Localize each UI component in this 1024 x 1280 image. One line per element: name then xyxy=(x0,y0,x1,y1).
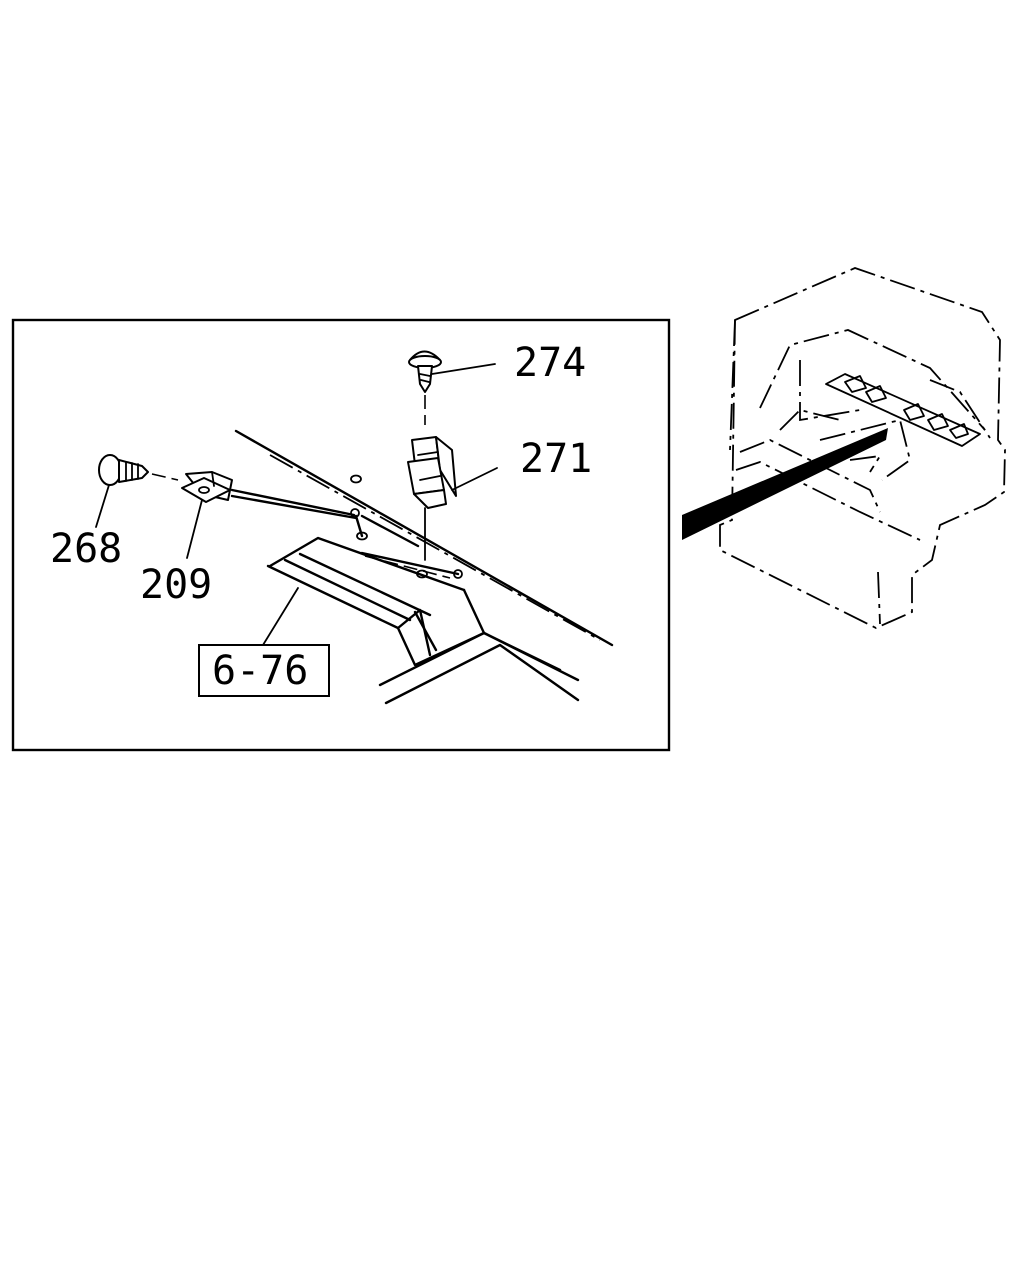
leader-ref xyxy=(262,587,299,646)
floor-panel xyxy=(234,429,614,705)
label-268: 268 xyxy=(50,526,122,572)
leader-271 xyxy=(451,467,498,491)
nut-209 xyxy=(181,471,358,520)
pointer-wedge xyxy=(682,428,888,540)
leader-274 xyxy=(431,363,496,375)
leader-209 xyxy=(186,499,203,559)
screw-268 xyxy=(98,454,179,486)
cab-overview xyxy=(719,267,1006,629)
leader-268 xyxy=(95,484,110,528)
label-ref: 6-76 xyxy=(212,648,308,694)
label-274: 274 xyxy=(514,340,586,386)
clamp-271 xyxy=(407,436,457,561)
detail-frame xyxy=(11,318,671,752)
label-209: 209 xyxy=(140,562,212,608)
clip-274 xyxy=(408,350,442,425)
label-271: 271 xyxy=(520,436,592,482)
